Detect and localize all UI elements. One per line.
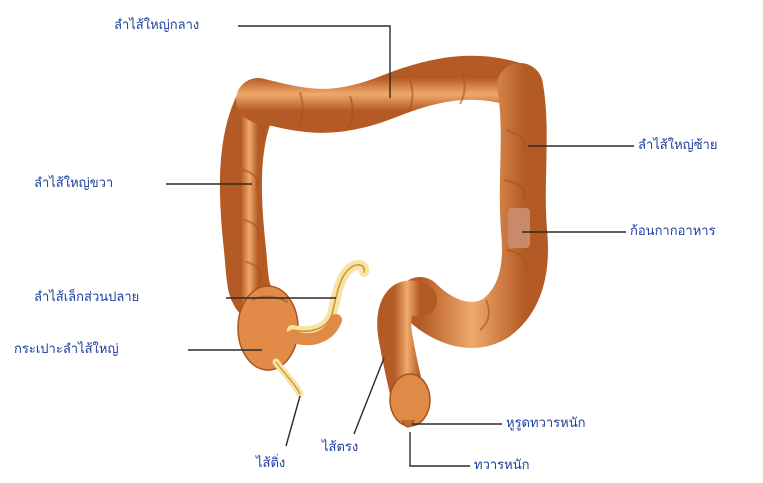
leader-line-appendix <box>286 396 300 446</box>
label-rectum: ไส้ตรง <box>322 440 358 456</box>
transverse-colon-shape <box>258 72 520 128</box>
label-ileum: ลำไส้เล็กส่วนปลาย <box>34 290 139 306</box>
descending-colon-shape <box>420 86 527 330</box>
fecal-mass-shape <box>508 208 530 248</box>
leader-line-anus <box>410 432 470 466</box>
label-appendix: ไส้ติ่ง <box>256 456 285 472</box>
label-descending-colon: ลำไส้ใหญ่ซ้าย <box>638 138 717 154</box>
label-transverse-colon: ลำไส้ใหญ่กลาง <box>114 18 199 34</box>
label-anus: ทวารหนัก <box>474 458 529 474</box>
label-anal-canal: หูรูดทวารหนัก <box>506 416 585 432</box>
leader-line-rectum <box>354 358 384 434</box>
label-cecum: กระเปาะลำไส้ใหญ่ <box>14 342 119 358</box>
label-fecal-mass: ก้อนกากอาหาร <box>630 224 716 240</box>
label-ascending-colon: ลำไส้ใหญ่ขวา <box>34 176 113 192</box>
ascending-colon-shape <box>241 100 264 300</box>
ileum-shape <box>292 265 364 339</box>
